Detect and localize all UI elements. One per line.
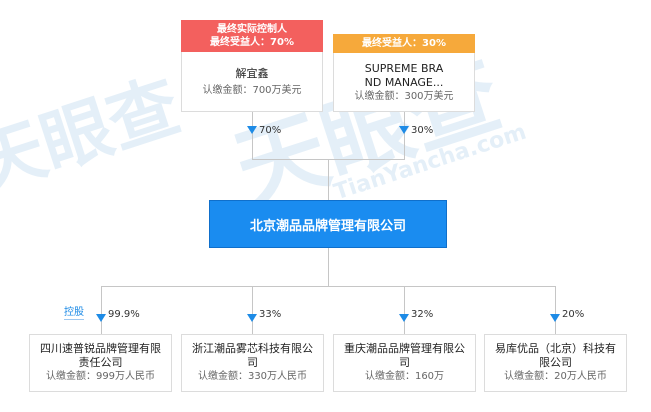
- connector-sh2: [404, 112, 405, 159]
- controller-tag-line1: 最终实际控制人: [217, 24, 287, 35]
- beneficiary-tag-line1: 最终受益人：30%: [362, 38, 446, 49]
- subsidiary-card-4[interactable]: 易库优品（北京）科技有 限公司 认缴金额：20万人民币: [484, 334, 627, 392]
- subsidiary-name-line2[interactable]: 限公司: [539, 356, 572, 369]
- percent-sub3: 32%: [411, 309, 434, 320]
- shareholder-name-line2[interactable]: ND MANAGE...: [364, 76, 444, 89]
- percent-sh1: 70%: [259, 125, 282, 136]
- arrow-sh2: [399, 126, 409, 134]
- connector-bottom-bar: [101, 286, 556, 287]
- shareholder-card-1[interactable]: 最终实际控制人 最终受益人：70% 解宜鑫 认缴金额：700万美元: [181, 20, 323, 112]
- subsidiary-name-line1[interactable]: 易库优品（北京）科技有: [495, 342, 616, 355]
- controller-tag: 最终实际控制人 最终受益人：70%: [181, 20, 323, 52]
- shareholder-name-line1[interactable]: SUPREME BRA: [364, 62, 444, 75]
- subsidiary-card-1[interactable]: 四川速普锐品牌管理有限 责任公司 认缴金额：999万人民币: [29, 334, 172, 392]
- arrow-sub3: [399, 314, 409, 322]
- connector-sub2: [252, 286, 253, 334]
- shareholder-capital: 认缴金额：700万美元: [202, 85, 302, 96]
- subsidiary-name-line1[interactable]: 重庆潮品品牌管理有限公: [344, 342, 465, 355]
- control-label: 控股: [64, 307, 84, 320]
- subsidiary-card-3[interactable]: 重庆潮品品牌管理有限公 司 认缴金额：160万: [333, 334, 476, 392]
- arrow-sub1: [96, 314, 106, 322]
- subsidiary-name-line2[interactable]: 司: [399, 356, 410, 369]
- arrow-sh1: [247, 126, 257, 134]
- connector-sub1: [101, 286, 102, 334]
- watermark-left: 天眼查: [0, 64, 190, 208]
- percent-sh2: 30%: [411, 125, 434, 136]
- shareholder-name[interactable]: 解宜鑫: [235, 67, 269, 80]
- connector-sub4: [555, 286, 556, 334]
- shareholder-capital: 认缴金额：300万美元: [354, 91, 454, 102]
- percent-sub4: 20%: [562, 309, 585, 320]
- subsidiary-capital: 认缴金额：330万人民币: [197, 371, 308, 382]
- subsidiary-name-line2[interactable]: 责任公司: [78, 356, 123, 369]
- percent-sub1: 99.9%: [108, 309, 140, 320]
- company-name[interactable]: 北京潮品品牌管理有限公司: [249, 218, 406, 234]
- connector-bottom-down: [328, 248, 329, 286]
- controller-tag-line2: 最终受益人：70%: [210, 37, 294, 48]
- connector-sub3: [404, 286, 405, 334]
- subsidiary-name-line1[interactable]: 浙江潮品雾芯科技有限公: [192, 342, 313, 355]
- percent-sub2: 33%: [259, 309, 282, 320]
- connector-sh1: [252, 112, 253, 159]
- arrow-sub4: [550, 314, 560, 322]
- subsidiary-card-2[interactable]: 浙江潮品雾芯科技有限公 司 认缴金额：330万人民币: [181, 334, 324, 392]
- subsidiary-name-line1[interactable]: 四川速普锐品牌管理有限: [40, 342, 161, 355]
- subsidiary-name-line2[interactable]: 司: [247, 356, 258, 369]
- company-node[interactable]: 北京潮品品牌管理有限公司: [209, 200, 447, 248]
- beneficiary-tag: 最终受益人：30%: [333, 34, 475, 53]
- subsidiary-capital: 认缴金额：999万人民币: [45, 371, 156, 382]
- subsidiary-capital: 认缴金额：160万: [364, 371, 445, 382]
- arrow-sub2: [247, 314, 257, 322]
- shareholder-card-2[interactable]: 最终受益人：30% SUPREME BRA ND MANAGE... 认缴金额：…: [333, 34, 475, 112]
- subsidiary-capital: 认缴金额：20万人民币: [504, 371, 607, 382]
- connector-top-down: [328, 159, 329, 200]
